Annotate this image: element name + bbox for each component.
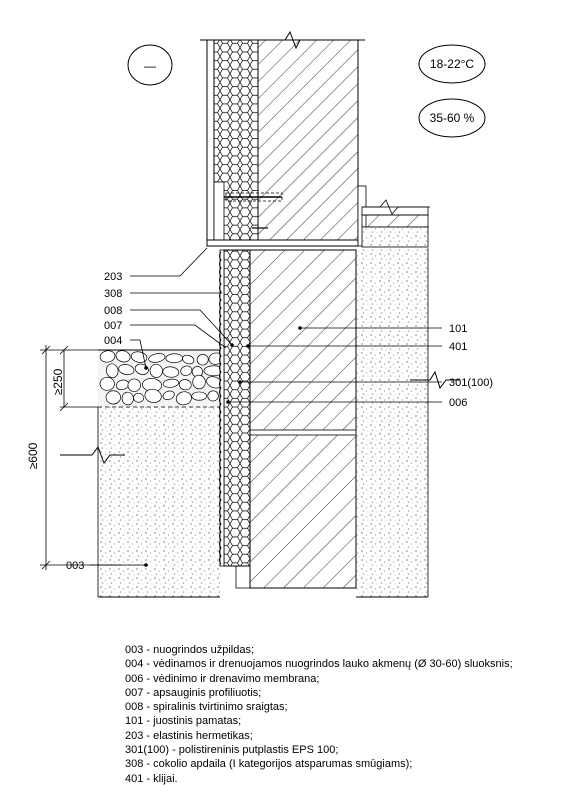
stone: [192, 374, 206, 390]
temperature-text: 18-22°C: [430, 57, 474, 71]
minus-badge: —: [127, 44, 173, 86]
stone: [175, 391, 192, 406]
stone: [144, 388, 162, 403]
callout-203: 203: [104, 271, 122, 283]
callout-301: 301(100): [449, 377, 493, 389]
legend-item: 401 - klijai.: [125, 772, 178, 785]
legend-item: 008 - spiralinis tvirtinimo sraigtas;: [125, 701, 288, 714]
humidity-text: 35-60 %: [430, 111, 475, 125]
legend-item: 308 - cokolio apdaila (I kategorijos ats…: [125, 758, 413, 771]
callout-008: 008: [104, 305, 122, 317]
dimension-lines: [40, 345, 120, 570]
stone: [99, 376, 115, 391]
stone: [180, 365, 193, 376]
dimension-250: ≥250: [51, 368, 65, 395]
temperature-badge: 18-22°C: [418, 44, 486, 84]
legend-item: 203 - elastinis hermetikas;: [125, 729, 253, 742]
callout-004: 004: [104, 335, 122, 347]
leader-lines: [90, 247, 442, 566]
stone: [178, 379, 192, 391]
callout-401: 401: [449, 341, 467, 353]
legend-item: 101 - juostinis pamatas;: [125, 715, 242, 728]
stone: [127, 378, 141, 392]
strip-foundation: [249, 249, 357, 589]
stone: [182, 354, 195, 365]
upper-wall: [206, 39, 359, 247]
humidity-badge: 35-60 %: [418, 98, 486, 138]
legend-item: 301(100) - polistireninis putplastis EPS…: [125, 744, 339, 757]
stone: [162, 366, 180, 378]
legend-list: 003 - nuogrindos užpildas; 004 - vėdinam…: [125, 643, 565, 786]
stone: [149, 363, 163, 378]
stone: [207, 390, 219, 402]
stone: [115, 350, 131, 363]
interior-floor: [357, 185, 430, 248]
stone: [162, 378, 180, 388]
callout-003: 003: [66, 560, 84, 572]
stone: [165, 353, 183, 364]
stone: [162, 390, 175, 400]
legend-item: 007 - apsauginis profiliuotis;: [125, 686, 262, 699]
legend-item: 004 - vėdinamos ir drenuojamos nuogrindo…: [125, 658, 513, 671]
ground-break-lines: [60, 370, 460, 465]
dimension-600: ≥600: [26, 442, 40, 469]
stone: [105, 363, 119, 379]
wall-break-line: [200, 30, 365, 50]
stone: [191, 391, 208, 401]
stone: [105, 390, 121, 405]
legend-item: 006 - vėdinimo ir drenavimo membrana;: [125, 672, 320, 685]
eps-insulation: [219, 249, 251, 589]
callout-308: 308: [104, 288, 122, 300]
stone: [196, 354, 209, 366]
stone-layer: [98, 349, 224, 408]
leader-dots: [144, 326, 302, 567]
stone: [148, 353, 166, 363]
legend-item: 003 - nuogrindos užpildas;: [125, 644, 255, 656]
stone: [118, 364, 135, 376]
minus-badge-text: —: [144, 59, 156, 73]
callout-007: 007: [104, 320, 122, 332]
callout-006: 006: [449, 397, 467, 409]
stone: [133, 392, 145, 403]
stone: [99, 350, 116, 363]
construction-detail-drawing: — 18-22°C 35-60 % ≥250 ≥600: [26, 30, 493, 598]
callout-101: 101: [449, 323, 467, 335]
